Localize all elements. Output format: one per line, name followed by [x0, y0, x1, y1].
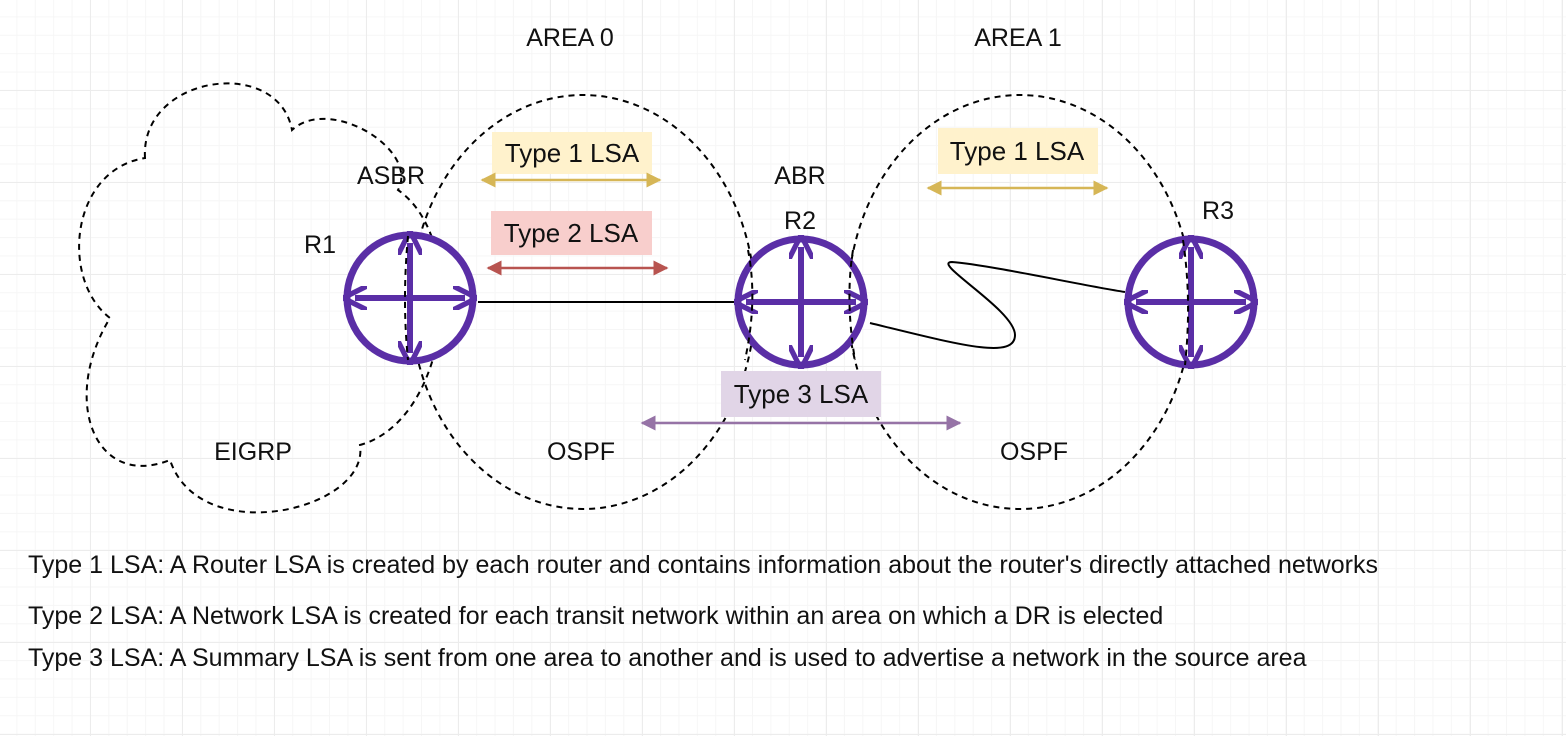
router-icon: [347, 235, 473, 361]
area0-title: AREA 0: [526, 24, 614, 52]
type3-tag-box: [721, 371, 881, 417]
eigrp-label: EIGRP: [214, 438, 292, 466]
router-icon: [1128, 239, 1254, 365]
area0-type1-tag: Type 1 LSA: [505, 138, 640, 168]
area0-boundary-overlay: [404, 235, 409, 361]
ospf-area0-label: OSPF: [547, 438, 615, 466]
area1-type1-tag: Type 1 LSA: [950, 136, 1085, 166]
link-r2-r3-serial: [869, 260, 1126, 349]
legend-type3: Type 3 LSA: A Summary LSA is sent from o…: [28, 644, 1307, 672]
router-r1: [347, 235, 473, 361]
router-r1-label: R1: [304, 231, 336, 259]
legend-type1: Type 1 LSA: A Router LSA is created by e…: [28, 551, 1378, 579]
router-r2: [738, 239, 864, 365]
eigrp-cloud: [78, 82, 443, 514]
router-r2-label: R2: [784, 207, 816, 235]
ospf-area1-label: OSPF: [1000, 438, 1068, 466]
area1-type1-tag-box: [938, 128, 1098, 174]
router-r3: [1128, 239, 1254, 365]
asbr-label: ASBR: [357, 162, 425, 190]
router-icon: [738, 239, 864, 365]
area1-boundary-overlay: [1182, 239, 1190, 366]
area1-title: AREA 1: [974, 24, 1062, 52]
area0-type2-tag: Type 2 LSA: [504, 218, 639, 248]
area0-type1-tag-box: [492, 132, 652, 174]
router-r3-label: R3: [1202, 197, 1234, 225]
abr-label: ABR: [774, 162, 825, 190]
area0-type2-tag-box: [491, 211, 652, 255]
legend-type2: Type 2 LSA: A Network LSA is created for…: [28, 602, 1164, 630]
type3-tag: Type 3 LSA: [734, 379, 869, 409]
